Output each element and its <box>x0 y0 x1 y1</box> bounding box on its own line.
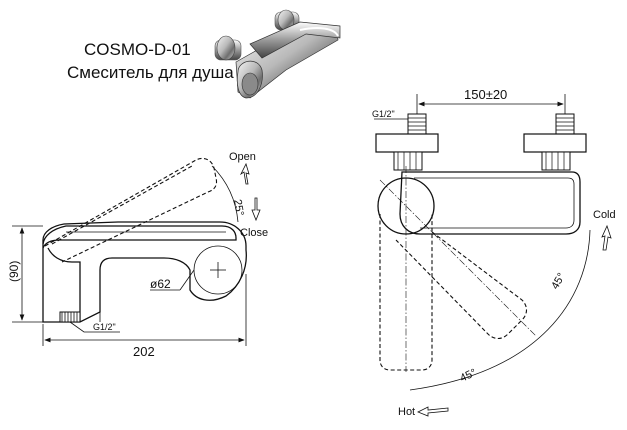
open-label: Open <box>229 151 256 163</box>
front-view: 150±20 G1/2" Cold Hot 45° 45° <box>372 87 616 418</box>
close-arrow-icon <box>251 197 261 222</box>
diameter-label: ø62 <box>150 277 171 291</box>
spacing-dimension-label: 150±20 <box>464 87 507 102</box>
open-arrow-icon <box>239 162 250 185</box>
model-name: COSMO-D-01 <box>84 40 191 59</box>
close-label: Close <box>240 227 268 239</box>
hot-arrow-icon <box>417 406 449 417</box>
angle-hot-label: 45° <box>458 367 478 385</box>
length-dimension-label: 202 <box>133 344 155 359</box>
hot-label: Hot <box>398 406 415 418</box>
angle-cold-label: 45° <box>549 271 568 291</box>
cold-label: Cold <box>593 209 616 221</box>
cold-arrow-icon <box>601 224 612 251</box>
product-subtitle: Смеситель для душа <box>67 63 234 82</box>
side-view: G1/2" (90) 202 ø62 Open Close 25° <box>7 151 268 359</box>
side-thread-label: G1/2" <box>93 322 116 332</box>
front-thread-label: G1/2" <box>372 109 395 119</box>
height-dimension-label: (90) <box>7 261 21 282</box>
product-photo <box>214 9 341 99</box>
angle-25-label: 25° <box>231 198 246 216</box>
